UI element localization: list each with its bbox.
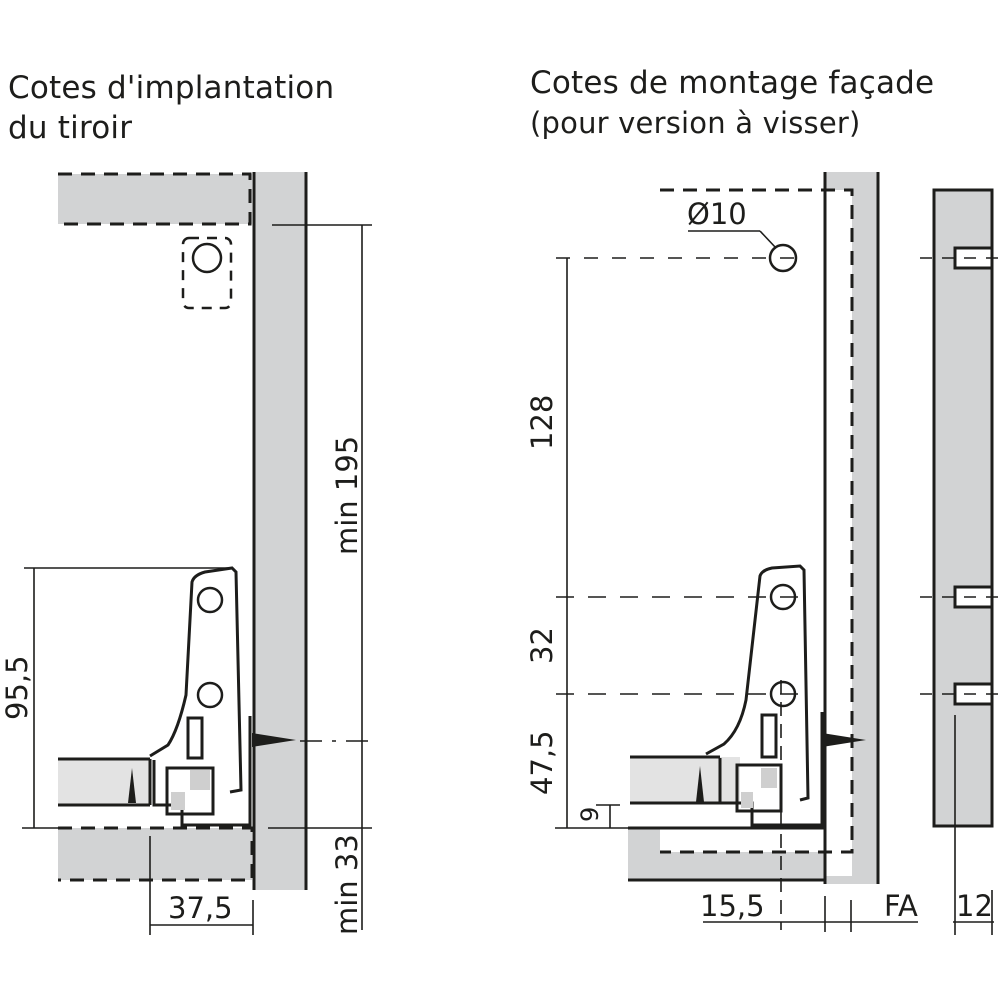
screw-icon: [252, 733, 296, 747]
right-title-line2: (pour version à visser): [530, 106, 861, 140]
dim-min-195: min 195: [330, 436, 364, 555]
dim-128: 128: [525, 395, 559, 450]
front-profile-panel: [932, 188, 994, 828]
screw-icon: [696, 766, 704, 802]
dim-47-5: 47,5: [525, 730, 559, 795]
right-title-line1: Cotes de montage façade: [530, 65, 935, 101]
dim-fa: FA: [884, 889, 918, 923]
dim-diameter-10: Ø10: [687, 197, 747, 231]
rear-hole-box: [181, 236, 233, 310]
bracket: [705, 564, 810, 802]
dim-min-33: min 33: [330, 834, 364, 935]
rear-hole: [191, 242, 223, 274]
bottom-shelf: [58, 828, 252, 880]
cabinet-side-panel: [254, 172, 306, 890]
dim-95-5: 95,5: [0, 655, 34, 720]
dim-15-5: 15,5: [700, 889, 765, 923]
right-drawing: Ø10 128 32 47,5 9 15,5 FA: [525, 172, 918, 932]
dim-9: 9: [576, 807, 604, 822]
dim-12: 12: [956, 889, 993, 923]
front-profile: 12: [920, 188, 1000, 935]
left-title: Cotes d'implantation du tiroir: [8, 68, 334, 148]
screw-icon: [822, 733, 866, 747]
dim-37-5: 37,5: [168, 891, 233, 925]
dim-32: 32: [525, 627, 559, 664]
hole-diameter-10: [768, 243, 798, 273]
screw-icon: [128, 768, 136, 803]
bracket: [149, 566, 243, 794]
top-shelf: [58, 174, 252, 224]
right-title: Cotes de montage façade (pour version à …: [530, 63, 934, 143]
left-title-line1: Cotes d'implantation: [8, 70, 335, 106]
left-drawing: min 195 95,5 37,5 min 33: [0, 172, 372, 935]
left-title-line2: du tiroir: [8, 110, 133, 146]
